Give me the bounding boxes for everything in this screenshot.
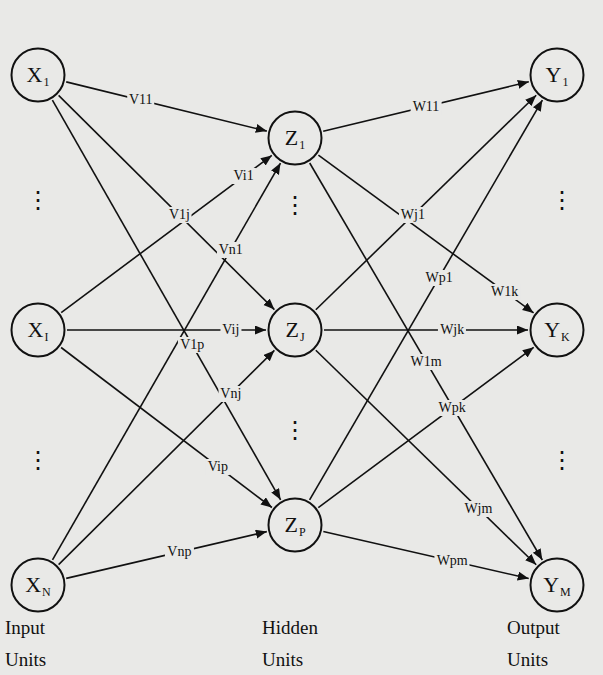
neuron-text: YK — [529, 302, 585, 358]
circle-outline — [12, 304, 65, 357]
neuron-text: XI — [10, 302, 66, 358]
unit-subscript: J — [300, 331, 305, 343]
neuron-circle: YM — [529, 557, 585, 613]
ellipsis-mark: ⋮ — [550, 448, 574, 472]
weight-arrow — [61, 348, 272, 508]
unit-subscript: 1 — [562, 76, 568, 88]
weight-arrow — [310, 100, 543, 500]
weight-arrow — [324, 329, 528, 331]
neuron-text: X1 — [10, 47, 66, 103]
neuron-text: Y1 — [529, 47, 585, 103]
unit-subscript: M — [560, 586, 571, 598]
weight-label: Vij — [220, 322, 241, 338]
neuron-text: YM — [529, 557, 585, 613]
weight-label: Vnp — [165, 544, 193, 560]
weight-arrow — [66, 82, 267, 131]
neuron-circle: ZJ — [267, 302, 323, 358]
circle-outline — [531, 559, 584, 612]
neuron-circle: XI — [10, 302, 66, 358]
weight-arrow — [66, 532, 267, 579]
neuron-text: ZJ — [267, 302, 323, 358]
circle-outline — [531, 304, 584, 357]
weight-label: Vip — [206, 459, 230, 475]
weight-arrow — [316, 95, 536, 310]
neuron-circle: XN — [10, 557, 66, 613]
ellipsis-mark: ⋮ — [26, 188, 50, 212]
neuron-text: XN — [10, 557, 66, 613]
weight-arrow — [318, 347, 533, 507]
unit-symbol: Y — [544, 319, 560, 341]
weight-label: W1m — [408, 354, 443, 370]
weight-arrow — [52, 100, 280, 500]
neuron-circle: Y1 — [529, 47, 585, 103]
ellipsis-mark: ⋮ — [283, 193, 307, 217]
neuron-circle: YK — [529, 302, 585, 358]
neuron-circle: ZP — [267, 497, 323, 553]
weight-label: Wjm — [462, 501, 494, 517]
weight-label: Wpm — [435, 553, 470, 569]
weight-label: Vnj — [218, 386, 243, 402]
unit-subscript: N — [42, 586, 51, 598]
unit-subscript: P — [299, 526, 306, 538]
unit-subscript: 1 — [299, 139, 305, 151]
neuron-circle: X1 — [10, 47, 66, 103]
weight-label: V11 — [127, 92, 155, 108]
layer-caption: Output Units — [507, 612, 579, 675]
unit-subscript: I — [44, 331, 48, 343]
unit-symbol: Y — [543, 574, 559, 596]
ellipsis-mark: ⋮ — [550, 188, 574, 212]
layer-caption: Hidden Units — [262, 612, 334, 675]
unit-subscript: K — [561, 331, 570, 343]
weight-label: V1p — [178, 337, 206, 353]
weight-arrow — [59, 95, 275, 309]
ellipsis-mark: ⋮ — [26, 448, 50, 472]
unit-subscript: 1 — [43, 76, 49, 88]
weight-label: Wpk — [437, 400, 468, 416]
weight-arrow — [323, 82, 529, 131]
weight-arrow — [316, 350, 536, 565]
weight-label: Wjk — [438, 322, 466, 338]
circle-outline — [269, 112, 322, 165]
weight-label: W1k — [489, 284, 520, 300]
layer-caption: Input Units — [5, 612, 77, 675]
unit-symbol: Z — [285, 319, 298, 341]
weight-label: W11 — [411, 99, 442, 115]
neuron-text: ZP — [267, 497, 323, 553]
weight-label: V1j — [167, 207, 192, 223]
weight-label: Wp1 — [423, 270, 454, 286]
unit-symbol: X — [27, 64, 43, 86]
weight-arrow — [53, 163, 281, 560]
ellipsis-mark: ⋮ — [283, 418, 307, 442]
unit-symbol: Y — [546, 64, 562, 86]
unit-symbol: X — [25, 574, 41, 596]
neuron-text: Z1 — [267, 110, 323, 166]
circle-outline — [12, 49, 65, 102]
circle-outline — [269, 304, 322, 357]
weight-arrow — [323, 532, 528, 579]
circle-outline — [531, 49, 584, 102]
weight-arrow — [59, 350, 275, 564]
weight-label: Vn1 — [217, 242, 245, 258]
circle-outline — [269, 499, 322, 552]
circle-outline — [12, 559, 65, 612]
unit-symbol: X — [28, 319, 44, 341]
weight-label: Wj1 — [399, 207, 427, 223]
weight-label: Vi1 — [232, 168, 256, 184]
weight-arrow — [310, 163, 543, 560]
neuron-circle: Z1 — [267, 110, 323, 166]
unit-symbol: Z — [285, 127, 298, 149]
unit-symbol: Z — [284, 514, 297, 536]
